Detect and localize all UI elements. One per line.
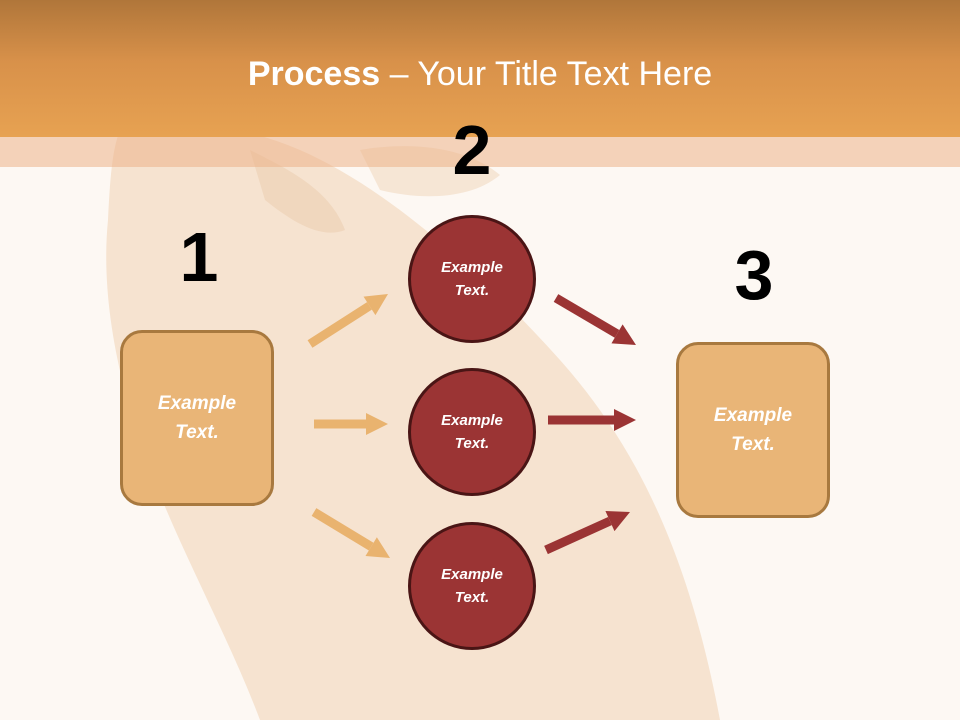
step-1-label: Example Text. bbox=[157, 393, 237, 443]
step-2-circle-1: Example Text. bbox=[408, 215, 536, 343]
arrow-1-to-2-top bbox=[307, 294, 388, 348]
step-number-2: 2 bbox=[452, 111, 492, 189]
step-2-circle-3-label: Example Text. bbox=[441, 566, 503, 606]
step-1-box: Example Text. bbox=[120, 330, 274, 506]
slide-title: Process – Your Title Text Here bbox=[0, 52, 960, 96]
slide-title-rest: – Your Title Text Here bbox=[380, 55, 713, 93]
slide-title-bold: Process bbox=[247, 55, 381, 93]
arrow-1-to-2-middle bbox=[314, 413, 388, 435]
step-2-circle-2: Example Text. bbox=[408, 368, 536, 496]
arrow-1-to-2-bottom bbox=[311, 508, 390, 558]
arrow-2-to-3-middle bbox=[548, 409, 636, 431]
arrow-2-to-3-bottom bbox=[544, 511, 630, 555]
arrow-2-to-3-top bbox=[553, 294, 636, 345]
step-2-circle-2-label: Example Text. bbox=[441, 412, 503, 452]
title-bar bbox=[0, 0, 960, 137]
step-2-circle-3: Example Text. bbox=[408, 522, 536, 650]
step-number-1: 1 bbox=[179, 218, 219, 296]
step-number-3: 3 bbox=[734, 236, 774, 314]
step-2-circle-1-label: Example Text. bbox=[441, 259, 503, 299]
step-3-label: Example Text. bbox=[713, 405, 793, 455]
step-3-box: Example Text. bbox=[676, 342, 830, 518]
title-bar-band bbox=[0, 137, 960, 167]
